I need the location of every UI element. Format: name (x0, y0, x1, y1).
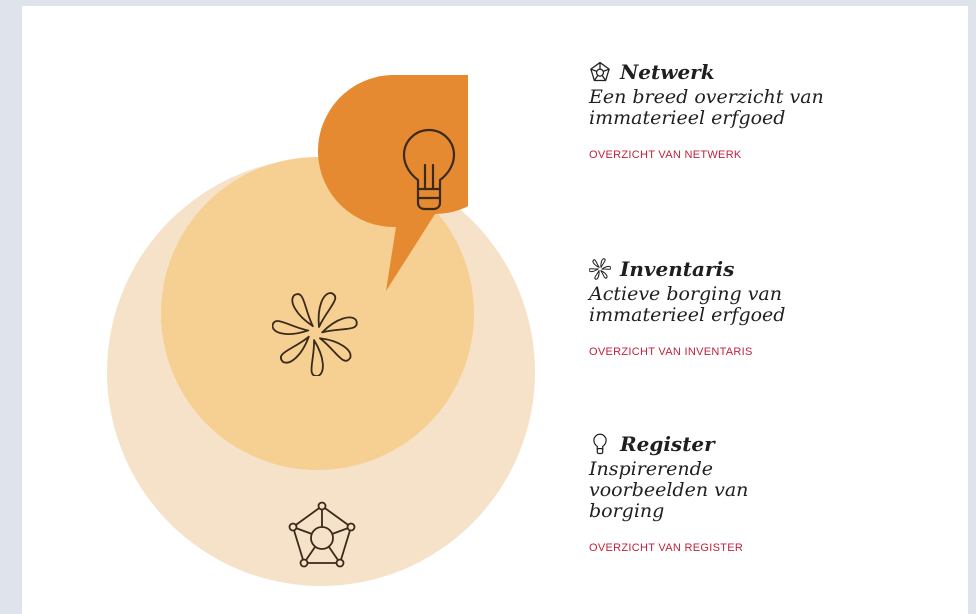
network-icon (288, 501, 356, 568)
overzicht-netwerk-link[interactable]: OVERZICHT VAN NETWERK (589, 149, 742, 161)
item-title: Register (620, 432, 715, 456)
lightbulb-icon (402, 128, 456, 211)
overzicht-register-link[interactable]: OVERZICHT VAN REGISTER (589, 542, 744, 554)
item-register-header: Register (589, 430, 949, 458)
item-netwerk: Netwerk Een breed overzicht van immateri… (589, 58, 949, 163)
item-inventaris-header: Inventaris (589, 255, 949, 283)
item-title: Inventaris (620, 257, 735, 281)
item-inventaris: Inventaris Actieve borging van immaterie… (589, 255, 949, 360)
lightbulb-icon (593, 433, 607, 455)
content-panel: Netwerk Een breed overzicht van immateri… (22, 6, 968, 614)
item-description: Actieve borging van immaterieel erfgoed (589, 283, 786, 326)
item-register: Register Inspirerende voorbeelden van bo… (589, 430, 949, 556)
network-icon (590, 61, 610, 82)
item-netwerk-header: Netwerk (589, 58, 949, 86)
item-description: Inspirerende voorbeelden van borging (589, 458, 749, 522)
flower-icon (589, 258, 611, 280)
overzicht-inventaris-link[interactable]: OVERZICHT VAN INVENTARIS (589, 346, 753, 358)
item-title: Netwerk (620, 60, 715, 84)
flower-icon (272, 292, 358, 376)
item-description: Een breed overzicht van immaterieel erfg… (589, 86, 824, 129)
